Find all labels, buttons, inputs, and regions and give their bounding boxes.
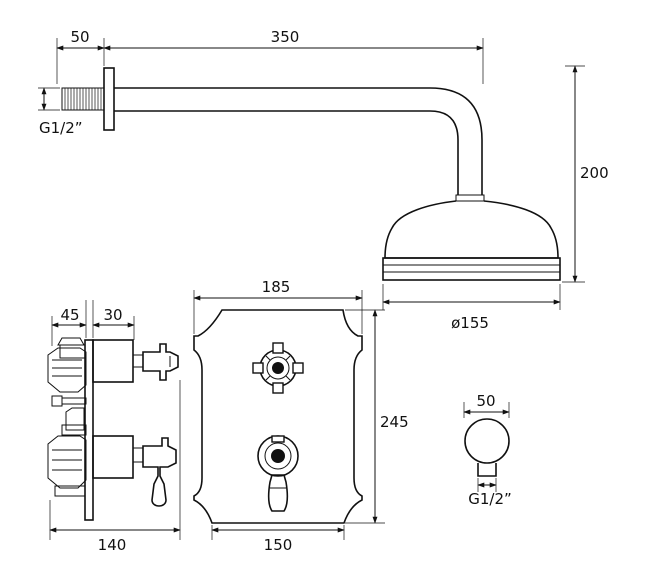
valve-side-view [47, 337, 179, 521]
dim-arm-length: 350 [103, 28, 484, 84]
valve-small-control [51, 395, 87, 407]
head-neck [455, 194, 485, 202]
dim-label-elbow-width: 50 [476, 392, 495, 410]
dim-label-plate-top-width: 185 [262, 278, 291, 296]
shower-arm [114, 87, 483, 195]
valve-face-plate [193, 309, 363, 524]
dim-valve-side-width: 140 [49, 380, 181, 554]
face-plate-outline [193, 309, 363, 524]
dim-arm-wall-offset: 50 [56, 28, 105, 84]
shower-head [384, 200, 559, 259]
dim-head-diameter: ø155 [382, 284, 561, 332]
threaded-inlet [61, 87, 105, 111]
dim-plate-bottom-width: 150 [211, 525, 345, 554]
valve-back-plate [84, 339, 94, 521]
wall-elbow: 50 G1/2” [463, 392, 512, 508]
dim-label-arm-offset: 50 [70, 28, 89, 46]
dim-label-plate-bottom-width: 150 [264, 536, 293, 554]
dim-label-head-drop: 200 [580, 164, 609, 182]
upper-cross-handle [252, 342, 304, 394]
dim-label-valve-depth-b: 30 [103, 306, 122, 324]
dim-label-arm-length: 350 [271, 28, 300, 46]
dim-label-valve-depth-a: 45 [60, 306, 79, 324]
shower-head-rim [382, 257, 561, 281]
shower-arm-assembly [61, 67, 561, 281]
dim-label-valve-side-width: 140 [98, 536, 127, 554]
dim-head-drop: 200 [562, 65, 609, 283]
dim-plate-height: 245 [345, 309, 409, 524]
dim-plate-top-width: 185 [193, 278, 363, 334]
lower-valve-body [47, 407, 177, 507]
dim-arm-thread: G1/2” [38, 87, 83, 137]
dim-label-elbow-thread: G1/2” [468, 490, 512, 508]
lower-lever-handle [257, 435, 299, 512]
wall-flange [103, 67, 115, 131]
upper-valve-body [47, 337, 179, 393]
dim-label-head-diameter: ø155 [451, 314, 489, 332]
dim-label-arm-thread: G1/2” [39, 119, 83, 137]
dim-label-plate-height: 245 [380, 413, 409, 431]
dim-valve-depths: 45 30 [51, 300, 135, 346]
